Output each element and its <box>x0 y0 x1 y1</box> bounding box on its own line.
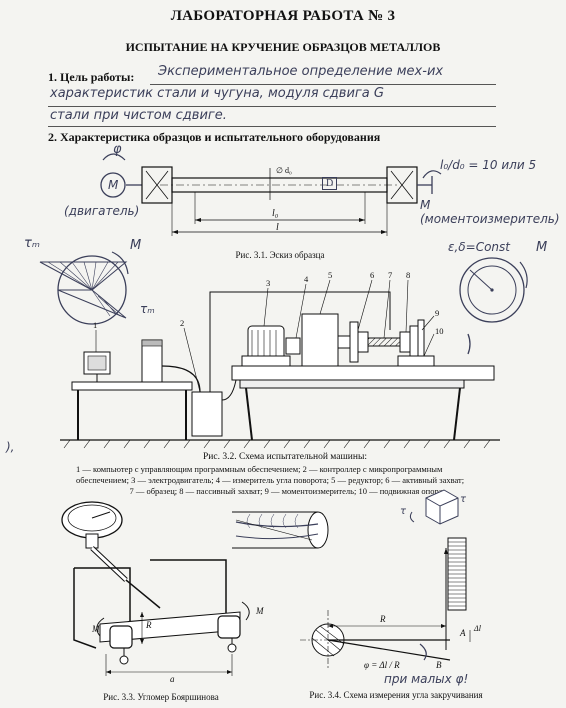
page-title: ЛАБОРАТОРНАЯ РАБОТА № 3 <box>170 8 396 24</box>
motor-circle <box>100 172 126 198</box>
num-5: 5 <box>328 270 333 280</box>
figure-3-4-caption: Рис. 3.4. Схема измерения угла закручива… <box>309 690 483 700</box>
angle-dl-label: Δl <box>474 624 481 633</box>
answer-line-1 <box>150 84 496 85</box>
const-strain-label: ε,δ=Const <box>448 240 510 254</box>
phi-symbol: φ <box>113 142 122 157</box>
small-angle-note: при малых φ! <box>384 672 469 686</box>
l-label: l <box>276 222 279 233</box>
num-1: 1 <box>93 320 98 330</box>
motor-symbol: M <box>108 178 119 192</box>
angle-formula: φ = Δl / R <box>364 660 400 670</box>
tau-mid-label: τₘ <box>140 302 155 316</box>
l0-label: l₀ <box>272 208 279 219</box>
answer-line-2 <box>48 106 496 107</box>
section-2-label: 2. Характеристика образцов и испытательн… <box>48 130 381 144</box>
num-8: 8 <box>406 270 411 280</box>
angle-R-label: R <box>380 614 386 624</box>
goal-handwriting-3: стали при чистом сдвиге. <box>50 108 227 123</box>
legend-line-3: 7 — образец; 8 — пассивный захват; 9 — м… <box>129 486 443 496</box>
angle-B-label: B <box>436 660 442 670</box>
tau-left-label: τₘ <box>24 236 40 251</box>
meter-note: M (моментоизмеритель) <box>420 198 560 226</box>
figure-3-3-caption: Рис. 3.3. Угломер Бояршинова <box>103 692 219 702</box>
goniometer-a: a <box>170 674 175 684</box>
moment-right-label: M <box>536 240 548 255</box>
figure-3-2-caption: Рис. 3.2. Схема испытательной машины: <box>203 452 367 462</box>
answer-line-3 <box>48 126 496 127</box>
goniometer-M-right: M <box>256 606 264 616</box>
num-4: 4 <box>304 274 309 284</box>
num-9: 9 <box>435 308 440 318</box>
cube-tau-left: τ <box>400 506 407 517</box>
figure-3-1-caption: Рис. 3.1. Эскиз образца <box>235 250 325 260</box>
margin-mark: ), <box>6 440 15 454</box>
num-10: 10 <box>435 326 444 336</box>
goal-handwriting-2: характеристик стали и чугуна, модуля сдв… <box>50 86 384 101</box>
ratio-note: l₀/d₀ = 10 или 5 <box>440 158 537 172</box>
page-subtitle: ИСПЫТАНИЕ НА КРУЧЕНИЕ ОБРАЗЦОВ МЕТАЛЛОВ <box>125 40 441 54</box>
goniometer-R: R <box>146 620 152 630</box>
legend-line-1: 1 — компьютер с управляющим программным … <box>76 464 443 474</box>
num-2: 2 <box>180 318 185 328</box>
goal-handwriting-1: Экспериментальное определение мех-их <box>158 64 444 79</box>
moment-left-label: M <box>130 238 142 253</box>
section-1-label: 1. Цель работы: <box>48 70 135 84</box>
num-3: 3 <box>266 278 271 288</box>
diameter-label: ∅ d₀ <box>276 166 292 175</box>
specimen-mark: D <box>322 177 338 190</box>
motor-note: (двигатель) <box>64 204 140 218</box>
num-6: 6 <box>370 270 375 280</box>
cube-tau-right: τ <box>460 494 467 505</box>
legend-line-2: обеспечением; 3 — электродвигатель; 4 — … <box>76 475 465 485</box>
angle-A-label: A <box>460 628 466 638</box>
goniometer-M-left: M <box>92 624 100 634</box>
num-7: 7 <box>388 270 393 280</box>
